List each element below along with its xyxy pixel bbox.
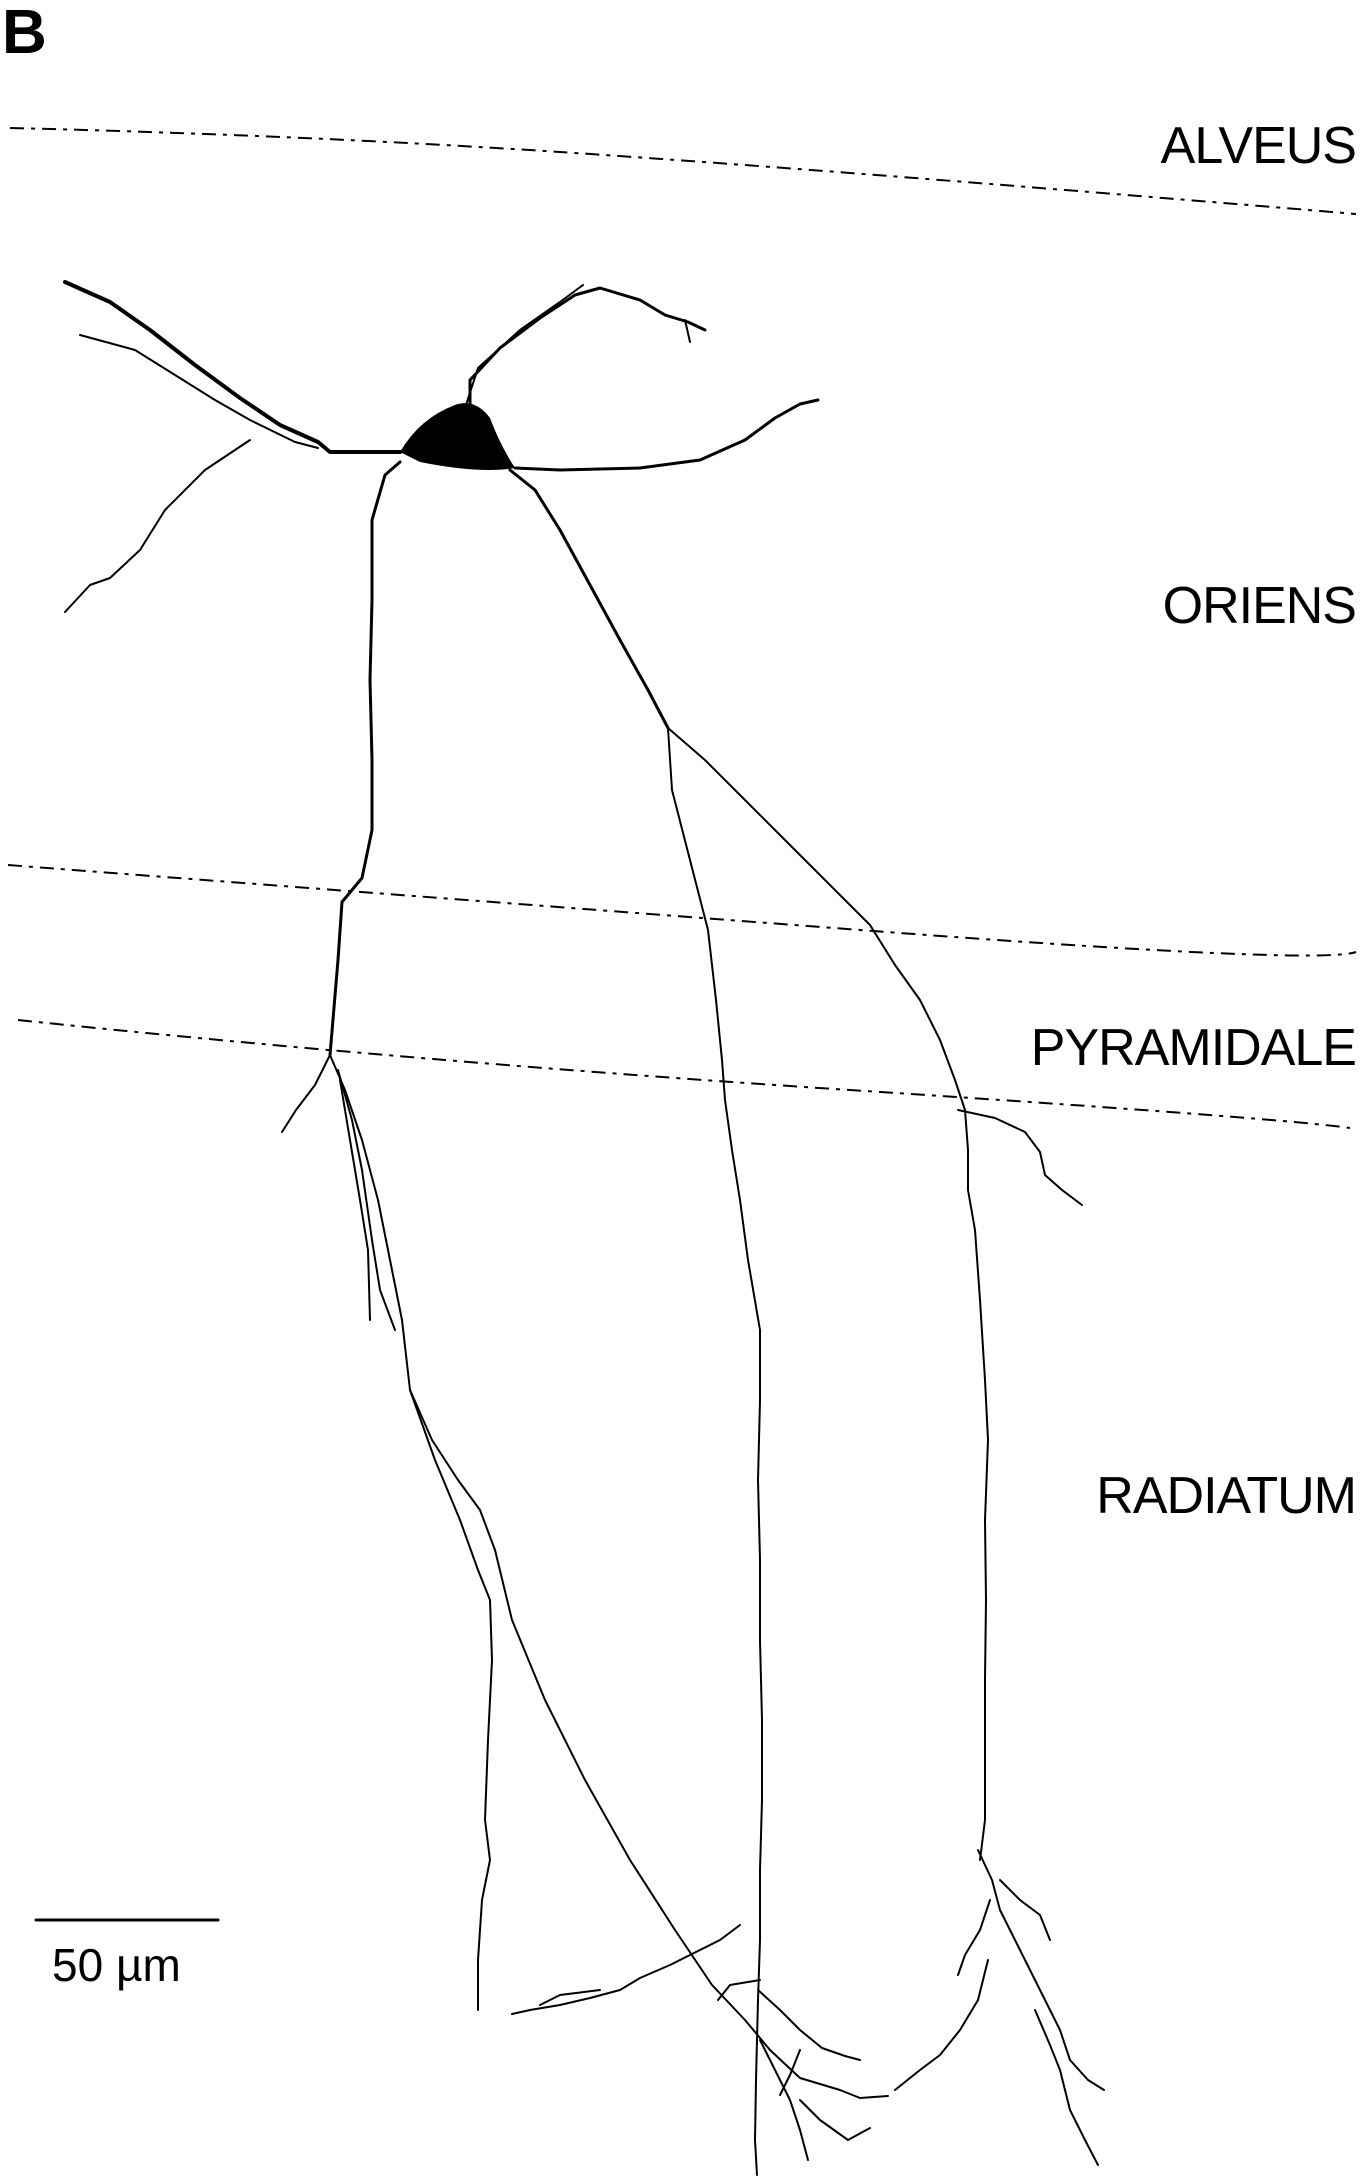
basal-dendrite <box>684 319 691 343</box>
basal-dendrite <box>64 439 251 613</box>
layer-label-oriens: ORIENS <box>1162 577 1357 635</box>
apical-dendrite-branch <box>957 1899 991 1976</box>
apical-dendrite <box>667 727 763 2176</box>
scale-bar-label: 50 µm <box>52 1939 181 1991</box>
apical-dendrite-branch <box>717 1979 761 2001</box>
apical-dendrite-branch <box>894 1959 989 2091</box>
apical-dendrite-branch <box>957 1109 1083 1206</box>
soma <box>400 403 515 470</box>
apical-dendrite-branch <box>511 1924 741 2015</box>
apical-dendrite-branch <box>281 1054 331 1133</box>
basal-dendrite <box>513 398 820 472</box>
apical-dendrite-branch <box>799 2099 871 2141</box>
apical-dendrite-branch <box>409 1389 493 2011</box>
apical-dendrite-branch <box>977 1849 1105 2091</box>
apical-dendrite-branch <box>337 1069 396 1331</box>
apical-dendrite-branch <box>757 1989 861 2061</box>
apical-dendrite-branch <box>999 1879 1051 1941</box>
oriens-pyramidale-boundary-line <box>7 864 1357 957</box>
basal-dendrite <box>464 284 584 409</box>
layer-label-pyramidale: PYRAMIDALE <box>1030 1019 1357 1077</box>
basal-dendrite <box>63 280 402 454</box>
basal-dendrite <box>468 286 707 414</box>
apical-dendrite-branch <box>539 1989 601 2006</box>
pyramidale-radiatum-boundary-line <box>17 1019 1351 1129</box>
alveus-boundary-line <box>9 127 1357 215</box>
apical-dendrite <box>328 460 402 1057</box>
apical-dendrite <box>508 468 670 730</box>
apical-dendrite-branch <box>1034 2009 1099 2166</box>
apical-dendrite-branch <box>759 2039 809 2161</box>
apical-dendrite <box>967 1149 989 1861</box>
apical-dendrite-branch <box>339 1079 371 1321</box>
layer-label-radiatum: RADIATUM <box>1096 1467 1357 1525</box>
apical-dendrite <box>667 727 969 1151</box>
basal-dendrite <box>79 334 319 449</box>
layer-label-alveus: ALVEUS <box>1160 117 1357 175</box>
apical-dendrite <box>329 1054 889 2099</box>
panel-label: B <box>2 0 47 67</box>
apical-dendrite-branch <box>779 2049 801 2096</box>
